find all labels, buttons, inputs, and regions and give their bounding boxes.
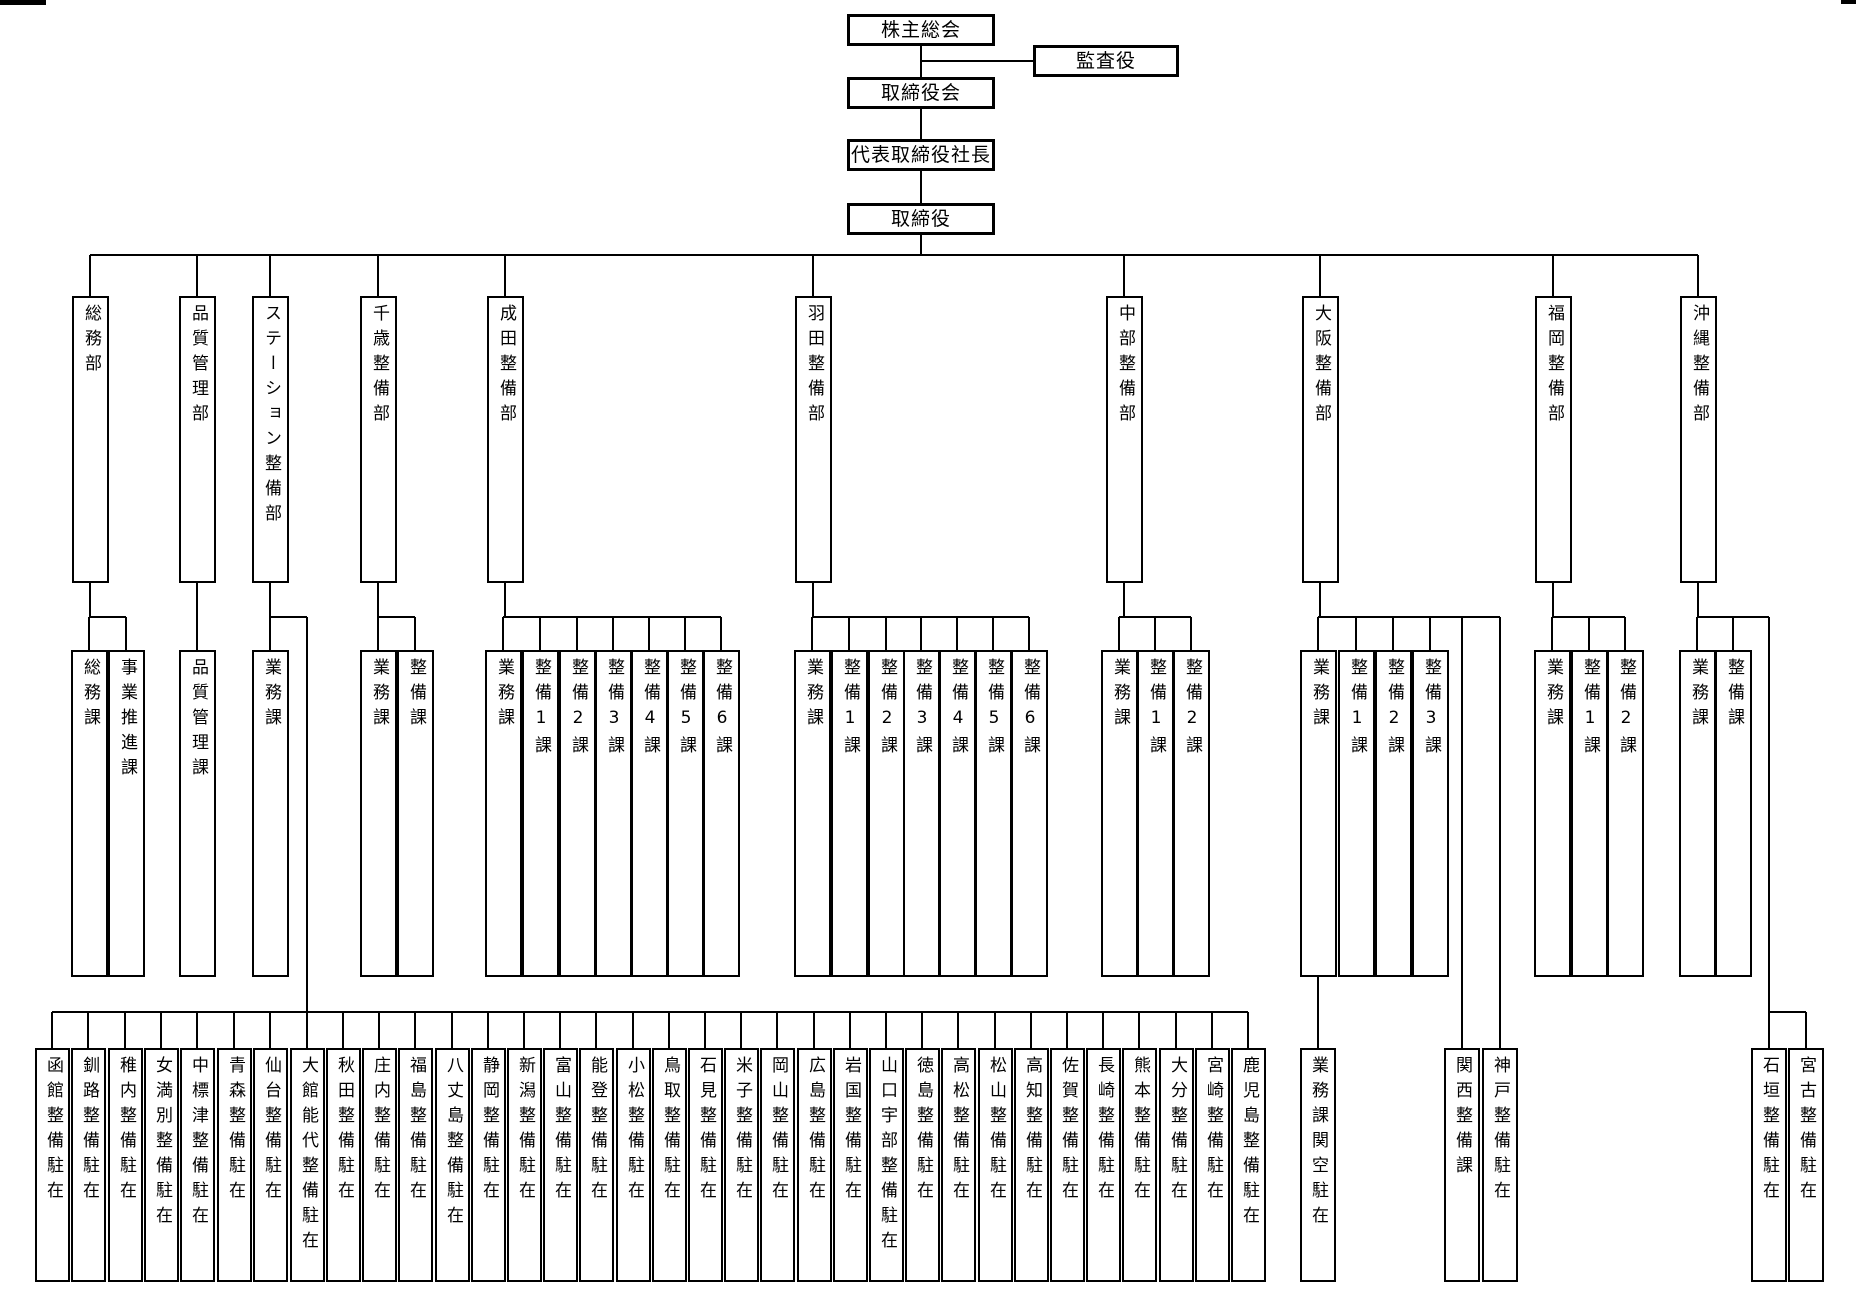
section-box: 整備2課 [1375, 650, 1412, 977]
outpost-box: 静岡整備駐在 [471, 1048, 506, 1282]
outpost-box: 岩国整備駐在 [833, 1048, 868, 1282]
outpost-box: 釧路整備駐在 [71, 1048, 106, 1282]
outpost-box: 女満別整備駐在 [144, 1048, 179, 1282]
section-box: 整備5課 [975, 650, 1012, 977]
outpost-box: 石見整備駐在 [688, 1048, 723, 1282]
section-box: 品質管理課 [179, 650, 216, 977]
department-box: 大阪整備部 [1302, 296, 1339, 583]
section-box: 整備1課 [1137, 650, 1174, 977]
outpost-box: 米子整備駐在 [724, 1048, 759, 1282]
outpost-box: 熊本整備駐在 [1122, 1048, 1157, 1282]
section-box: 業務課 [252, 650, 289, 977]
section-box: 整備1課 [1571, 650, 1608, 977]
department-box: 福岡整備部 [1535, 296, 1572, 583]
department-box: 品質管理部 [179, 296, 216, 583]
regional-unit-box: 関西整備課 [1444, 1048, 1480, 1282]
node-directors: 取締役 [847, 203, 995, 235]
outpost-box: 能登整備駐在 [579, 1048, 614, 1282]
section-box: 業務課 [1300, 650, 1337, 977]
outpost-box: 高知整備駐在 [1014, 1048, 1049, 1282]
sub-outpost-box: 業務課関空駐在 [1300, 1048, 1336, 1282]
outpost-box: 稚内整備駐在 [108, 1048, 143, 1282]
department-box: 千歳整備部 [360, 296, 397, 583]
outpost-box: 長崎整備駐在 [1086, 1048, 1121, 1282]
outpost-box: 佐賀整備駐在 [1050, 1048, 1085, 1282]
scan-artifact-corner-left [0, 0, 46, 5]
outpost-box: 大館能代整備駐在 [290, 1048, 325, 1282]
section-box: 整備課 [397, 650, 434, 977]
department-box: 成田整備部 [487, 296, 524, 583]
outpost-box: 八丈島整備駐在 [435, 1048, 470, 1282]
node-auditor: 監査役 [1033, 45, 1179, 77]
island-outpost-box: 石垣整備駐在 [1751, 1048, 1787, 1282]
section-box: 業務課 [1534, 650, 1571, 977]
section-box: 整備5課 [667, 650, 704, 977]
section-box: 整備1課 [1338, 650, 1375, 977]
department-box: 羽田整備部 [795, 296, 832, 583]
section-box: 整備2課 [868, 650, 905, 977]
section-box: 業務課 [1679, 650, 1716, 977]
outpost-box: 高松整備駐在 [941, 1048, 976, 1282]
outpost-box: 徳島整備駐在 [905, 1048, 940, 1282]
outpost-box: 秋田整備駐在 [326, 1048, 361, 1282]
island-outpost-box: 宮古整備駐在 [1788, 1048, 1824, 1282]
outpost-box: 岡山整備駐在 [760, 1048, 795, 1282]
node-shareholders-meeting: 株主総会 [847, 14, 995, 46]
section-box: 整備4課 [631, 650, 668, 977]
section-box: 整備2課 [1607, 650, 1644, 977]
section-box: 整備4課 [939, 650, 976, 977]
section-box: 整備6課 [1011, 650, 1048, 977]
section-box: 総務課 [71, 650, 108, 977]
section-box: 整備1課 [522, 650, 559, 977]
outpost-box: 宮崎整備駐在 [1195, 1048, 1230, 1282]
outpost-box: 鳥取整備駐在 [652, 1048, 687, 1282]
department-box: ステーション整備部 [252, 296, 289, 583]
scan-artifact-corner-right [1841, 0, 1856, 4]
section-box: 整備3課 [595, 650, 632, 977]
section-box: 業務課 [794, 650, 831, 977]
outpost-box: 中標津整備駐在 [180, 1048, 215, 1282]
section-box: 整備3課 [903, 650, 940, 977]
section-box: 整備1課 [831, 650, 868, 977]
regional-unit-box: 神戸整備駐在 [1482, 1048, 1518, 1282]
section-box: 整備2課 [559, 650, 596, 977]
outpost-box: 富山整備駐在 [543, 1048, 578, 1282]
section-box: 整備6課 [703, 650, 740, 977]
section-box: 整備課 [1715, 650, 1752, 977]
outpost-box: 大分整備駐在 [1159, 1048, 1194, 1282]
section-box: 業務課 [360, 650, 397, 977]
department-box: 中部整備部 [1106, 296, 1143, 583]
section-box: 整備3課 [1412, 650, 1449, 977]
department-box: 総務部 [72, 296, 109, 583]
outpost-box: 山口宇部整備駐在 [869, 1048, 904, 1282]
department-box: 沖縄整備部 [1680, 296, 1717, 583]
outpost-box: 広島整備駐在 [797, 1048, 832, 1282]
outpost-box: 鹿児島整備駐在 [1231, 1048, 1266, 1282]
node-board-of-directors: 取締役会 [847, 77, 995, 109]
outpost-box: 函館整備駐在 [35, 1048, 70, 1282]
outpost-box: 青森整備駐在 [217, 1048, 252, 1282]
outpost-box: 松山整備駐在 [978, 1048, 1013, 1282]
section-box: 整備2課 [1173, 650, 1210, 977]
section-box: 業務課 [1101, 650, 1138, 977]
outpost-box: 庄内整備駐在 [362, 1048, 397, 1282]
outpost-box: 新潟整備駐在 [507, 1048, 542, 1282]
node-president: 代表取締役社長 [847, 139, 995, 171]
outpost-box: 小松整備駐在 [616, 1048, 651, 1282]
outpost-box: 福島整備駐在 [398, 1048, 433, 1282]
section-box: 業務課 [485, 650, 522, 977]
section-box: 事業推進課 [108, 650, 145, 977]
outpost-box: 仙台整備駐在 [253, 1048, 288, 1282]
